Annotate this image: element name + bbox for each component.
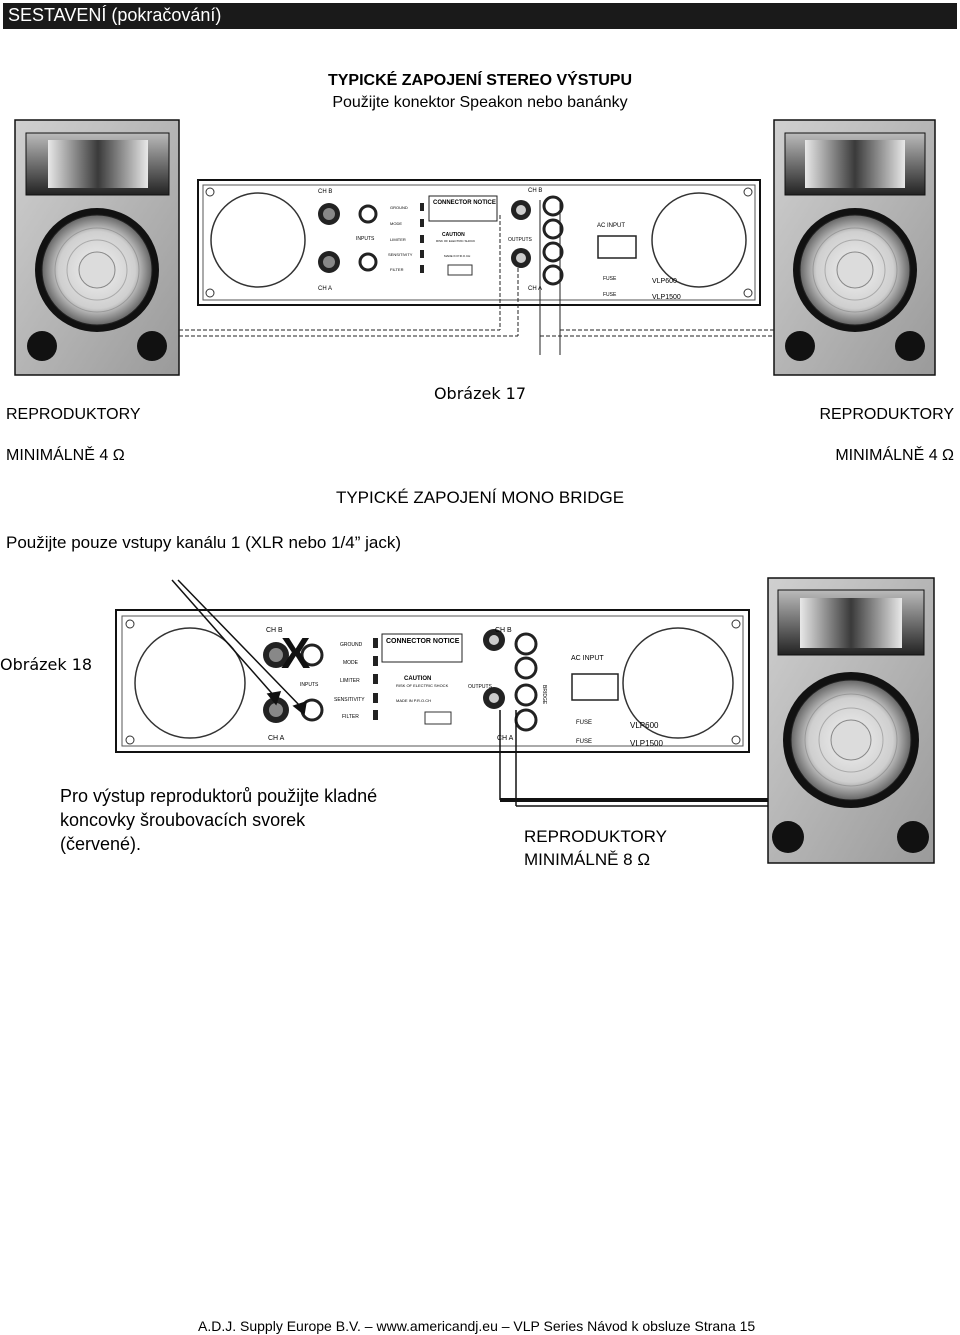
svg-text:AC INPUT: AC INPUT [597, 223, 625, 229]
svg-text:CH A: CH A [268, 735, 285, 742]
wiring-figure-17 [179, 200, 774, 355]
amplifier-rear-panel-17: CH B CH A INPUTS GROUND MODE LIMITER SEN… [197, 179, 761, 306]
mono-speaker-spec: MINIMÁLNĚ 8 Ω [524, 850, 651, 869]
svg-text:LIMITER: LIMITER [390, 237, 406, 242]
panel-inputs-label: INPUTS [356, 236, 375, 242]
svg-text:FUSE: FUSE [576, 739, 592, 745]
svg-text:CAUTION: CAUTION [442, 232, 465, 238]
right-speaker-spec: MINIMÁLNĚ 4 Ω [835, 447, 954, 464]
pointer-arrows [171, 579, 307, 716]
section-header-bar [3, 3, 957, 29]
mono-output-note-line1: Pro výstup reproduktorů použijte kladné [60, 786, 378, 806]
svg-text:INPUTS: INPUTS [300, 682, 319, 688]
svg-text:VLP1500: VLP1500 [652, 294, 681, 301]
left-speaker-label: REPRODUKTORY [6, 406, 141, 423]
figure-18-diagram: CH B CH A INPUTS GROUND MODE LIMITER SEN… [115, 577, 935, 864]
mono-output-note-line3: (červené). [60, 834, 142, 854]
svg-text:SENSITIVITY: SENSITIVITY [334, 697, 365, 703]
svg-text:CONNECTOR NOTICE: CONNECTOR NOTICE [433, 200, 496, 206]
svg-text:FUSE: FUSE [576, 720, 592, 726]
svg-text:FILTER: FILTER [390, 267, 404, 272]
figure-18-caption: Obrázek 18 [0, 655, 93, 674]
svg-text:LIMITER: LIMITER [340, 678, 360, 684]
svg-text:BRIDGE: BRIDGE [541, 685, 547, 705]
svg-text:RISK OF ELECTRIC SHOCK: RISK OF ELECTRIC SHOCK [436, 239, 475, 243]
svg-text:CH B: CH B [528, 188, 542, 194]
cross-mark: X [281, 629, 310, 678]
svg-text:MODE: MODE [390, 221, 402, 226]
mono-instruction: Použijte pouze vstupy kanálu 1 (XLR nebo… [6, 533, 402, 552]
svg-text:CH A: CH A [528, 286, 542, 292]
mono-speaker-labels: REPRODUKTORY MINIMÁLNĚ 8 Ω [524, 825, 667, 871]
mono-speaker-label: REPRODUKTORY [524, 827, 667, 846]
figure-17-caption: Obrázek 17 [433, 384, 527, 403]
svg-text:OUTPUTS: OUTPUTS [508, 237, 533, 243]
svg-text:VLP600: VLP600 [652, 278, 677, 285]
svg-text:FUSE: FUSE [603, 276, 617, 282]
svg-text:AC INPUT: AC INPUT [571, 655, 604, 662]
right-speaker-label: REPRODUKTORY [819, 406, 954, 423]
mono-output-note: Pro výstup reproduktorů použijte kladné … [60, 784, 377, 856]
right-speaker-cabinet [773, 119, 936, 376]
wiring-figure-18 [499, 710, 768, 807]
svg-text:MADE IN P.R.O.CH: MADE IN P.R.O.CH [444, 254, 470, 258]
svg-text:SENSITIVITY: SENSITIVITY [388, 252, 413, 257]
svg-text:CAUTION: CAUTION [404, 676, 431, 682]
svg-text:GROUND: GROUND [340, 642, 363, 648]
svg-text:MODE: MODE [343, 660, 359, 666]
svg-text:MADE IN P.R.O.CH: MADE IN P.R.O.CH [396, 698, 431, 703]
svg-text:FILTER: FILTER [342, 714, 359, 720]
mono-output-note-line2: koncovky šroubovacích svorek [60, 810, 306, 830]
svg-text:VLP600: VLP600 [630, 721, 659, 730]
svg-text:CH A: CH A [497, 735, 514, 742]
mono-title: TYPICKÉ ZAPOJENÍ MONO BRIDGE [335, 488, 625, 507]
panel-ch-a-label: CH A [318, 286, 332, 292]
stereo-subtitle: Použijte konektor Speakon nebo banánky [332, 94, 628, 111]
figure-17-diagram: CH B CH A INPUTS GROUND MODE LIMITER SEN… [14, 119, 936, 376]
svg-text:CH B: CH B [266, 627, 283, 634]
stereo-title: TYPICKÉ ZAPOJENÍ STEREO VÝSTUPU [327, 72, 633, 89]
svg-text:CONNECTOR NOTICE: CONNECTOR NOTICE [386, 638, 460, 645]
svg-text:OUTPUTS: OUTPUTS [468, 684, 493, 690]
svg-text:FUSE: FUSE [603, 292, 617, 298]
page-footer: A.D.J. Supply Europe B.V. – www.american… [198, 1318, 756, 1334]
svg-text:RISK OF ELECTRIC SHOCK: RISK OF ELECTRIC SHOCK [396, 683, 449, 688]
panel-ch-b-label: CH B [318, 189, 332, 195]
mono-speaker-cabinet [767, 577, 935, 864]
svg-text:VLP1500: VLP1500 [630, 739, 663, 748]
section-header-title: SESTAVENÍ (pokračování) [8, 5, 222, 25]
svg-text:GROUND: GROUND [390, 205, 408, 210]
svg-text:CH B: CH B [495, 627, 512, 634]
left-speaker-spec: MINIMÁLNĚ 4 Ω [6, 447, 125, 464]
left-speaker-cabinet [14, 119, 180, 376]
amplifier-rear-panel-18: CH B CH A INPUTS GROUND MODE LIMITER SEN… [115, 609, 750, 753]
